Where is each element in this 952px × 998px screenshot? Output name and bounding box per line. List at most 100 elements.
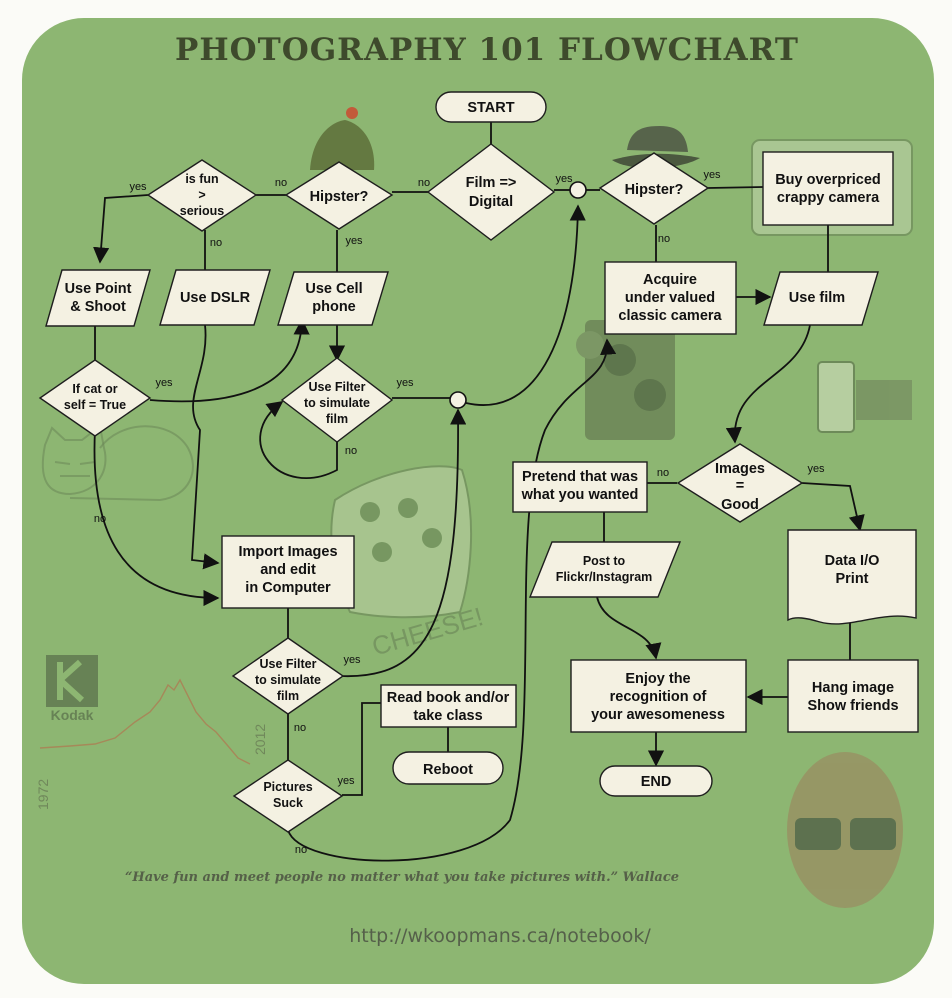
node-cat-self-line-2: self = True — [64, 398, 126, 412]
node-acquire-line-3: classic camera — [618, 308, 722, 324]
node-buy-camera-line-2: crappy camera — [777, 190, 880, 206]
node-fun-serious-line-2: > — [198, 188, 205, 202]
node-enjoy: Enjoy the recognition of your awesomenes… — [570, 659, 747, 733]
node-reboot: Reboot — [392, 751, 504, 785]
label-fun-yes: yes — [129, 181, 147, 193]
year-start-label: 1972 — [35, 779, 51, 810]
node-pretend-line-1: Pretend that was — [522, 469, 638, 485]
node-enjoy-line-1: Enjoy the — [625, 671, 690, 687]
node-filter-top-line-2: to simulate — [304, 396, 370, 410]
node-post: Post to Flickr/Instagram — [528, 541, 682, 598]
node-reboot-label: Reboot — [423, 762, 473, 778]
node-hang-line-2: Show friends — [807, 698, 898, 714]
node-end-label: END — [641, 774, 672, 790]
node-post-line-1: Post to — [583, 554, 626, 568]
node-cell-phone-line-1: Use Cell — [305, 281, 362, 297]
node-enjoy-line-2: recognition of — [610, 689, 707, 705]
node-use-film: Use film — [763, 271, 879, 326]
node-import-images: Import Images and edit in Computer — [221, 535, 355, 609]
node-pictures-suck-line-2: Suck — [273, 796, 303, 810]
node-cell-phone-line-2: phone — [312, 299, 356, 315]
node-images-good: Images = Good — [676, 443, 804, 523]
junction-middle — [449, 391, 467, 409]
node-import-line-1: Import Images — [238, 544, 337, 560]
node-pretend-line-2: what you wanted — [521, 487, 639, 503]
node-post-line-2: Flickr/Instagram — [556, 570, 653, 584]
node-cell-phone: Use Cell phone — [277, 271, 389, 326]
poster-background — [22, 18, 934, 984]
node-pictures-suck-line-1: Pictures — [263, 780, 312, 794]
node-film-digital-line-1: Film => — [466, 175, 517, 191]
node-fun-serious-line-3: serious — [180, 204, 225, 218]
label-hipster-left-yes: yes — [345, 235, 363, 247]
node-buy-camera-line-1: Buy overpriced — [775, 172, 881, 188]
node-point-shoot-line-1: Use Point — [65, 281, 132, 297]
node-read-book: Read book and/or take class — [380, 684, 517, 728]
node-fun-serious: is fun > serious — [146, 159, 258, 232]
node-filter-top-line-3: film — [326, 412, 348, 426]
node-enjoy-line-3: your awesomeness — [591, 707, 725, 723]
kodak-logo: Kodak — [46, 655, 98, 723]
page-title: PHOTOGRAPHY 101 FLOWCHART — [175, 32, 799, 68]
node-point-shoot-line-2: & Shoot — [70, 299, 126, 315]
node-cat-self: If cat or self = True — [38, 359, 152, 437]
author-portrait-icon — [787, 752, 903, 908]
label-pictures-yes: yes — [337, 775, 355, 787]
node-hang-line-1: Hang image — [812, 680, 894, 696]
label-film-yes: yes — [555, 173, 573, 185]
label-hipster-left-no: no — [275, 177, 287, 189]
node-point-shoot: Use Point & Shoot — [45, 269, 151, 327]
label-images-no: no — [657, 467, 669, 479]
node-import-line-2: and edit — [260, 562, 316, 578]
node-pretend: Pretend that was what you wanted — [512, 461, 648, 513]
node-use-film-label: Use film — [789, 290, 845, 306]
label-hipster-right-no: no — [658, 233, 670, 245]
stock-graph: 1972 2012 — [35, 678, 268, 810]
label-filter-bottom-no: no — [294, 722, 306, 734]
node-filter-top: Use Filter to simulate film — [280, 357, 394, 443]
node-acquire-line-1: Acquire — [643, 272, 697, 288]
node-hang: Hang image Show friends — [787, 659, 919, 733]
label-images-yes: yes — [807, 463, 825, 475]
label-pictures-no: no — [295, 844, 307, 856]
node-filter-bottom-line-2: to simulate — [255, 673, 321, 687]
node-fun-serious-line-1: is fun — [185, 172, 218, 186]
node-pictures-suck: Pictures Suck — [232, 759, 344, 833]
node-start: START — [435, 91, 547, 123]
node-film-digital-line-2: Digital — [469, 194, 513, 210]
node-data-io: Data I/O Print — [787, 529, 917, 625]
node-acquire-line-2: under valued — [625, 290, 715, 306]
film-roll-icon — [817, 361, 912, 433]
node-filter-bottom-line-1: Use Filter — [260, 657, 317, 671]
year-end-label: 2012 — [252, 724, 268, 755]
cheese-cushion-icon: CHEESE! — [330, 465, 487, 662]
node-data-io-line-1: Data I/O — [825, 553, 880, 569]
junction-top — [569, 181, 587, 199]
twin-lens-camera-icon — [576, 320, 675, 440]
node-film-digital: Film => Digital — [426, 143, 556, 241]
node-filter-bottom-line-3: film — [277, 689, 299, 703]
node-filter-top-line-1: Use Filter — [309, 380, 366, 394]
node-end: END — [599, 765, 713, 797]
source-url: http://wkoopmans.ca/notebook/ — [349, 925, 651, 947]
label-hipster-right-yes: yes — [703, 169, 721, 181]
node-images-good-line-1: Images — [715, 461, 765, 477]
node-images-good-line-2: = — [736, 478, 744, 494]
label-fun-no: no — [210, 237, 222, 249]
label-film-no: no — [418, 177, 430, 189]
node-import-line-3: in Computer — [245, 580, 331, 596]
node-read-book-line-1: Read book and/or — [387, 690, 510, 706]
node-dslr: Use DSLR — [159, 269, 271, 326]
label-cat-no: no — [94, 513, 106, 525]
node-images-good-line-3: Good — [721, 497, 759, 513]
edge-labels: yes no no yes no yes yes no yes no yes n… — [94, 169, 825, 856]
node-hipster-right: Hipster? — [598, 152, 710, 225]
node-hipster-right-label: Hipster? — [625, 182, 684, 198]
node-data-io-line-2: Print — [835, 571, 868, 587]
label-filter-top-yes: yes — [396, 377, 414, 389]
node-cat-self-line-1: If cat or — [72, 382, 117, 396]
label-cat-yes: yes — [155, 377, 173, 389]
node-hipster-left: Hipster? — [284, 161, 394, 230]
